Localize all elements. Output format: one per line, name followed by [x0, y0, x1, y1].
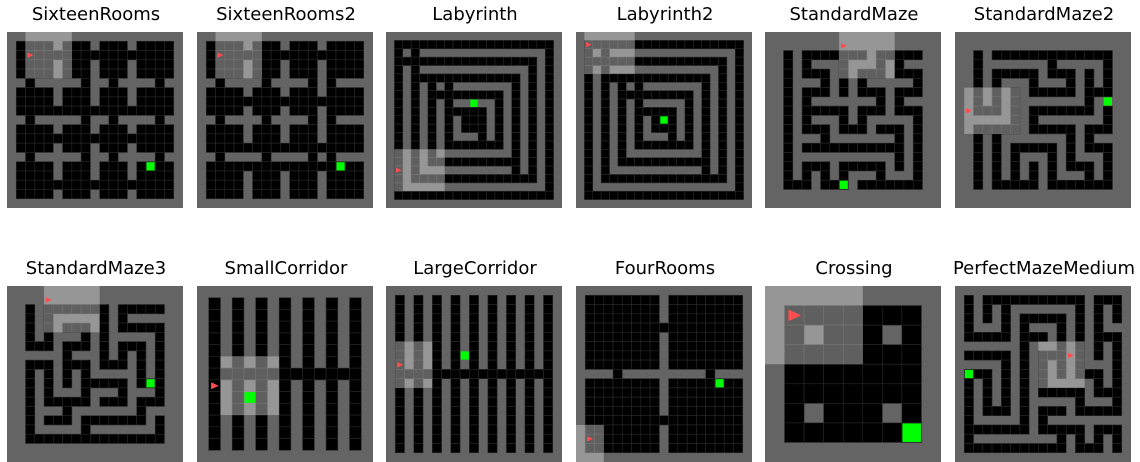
panel-title: StandardMaze2: [935, 4, 1140, 30]
panel-title: PerfectMazeMedium: [935, 258, 1140, 284]
green-square-goal: [965, 370, 973, 378]
maze-sixteenrooms: [7, 32, 183, 208]
agent-view-overlay: [584, 32, 634, 74]
agent-view-overlay: [964, 88, 1020, 134]
green-square-goal: [840, 181, 848, 189]
panel-title: StandardMaze: [745, 4, 963, 30]
panel-title: StandardMaze3: [0, 258, 205, 284]
green-square-goal: [470, 100, 477, 107]
agent-view-overlay: [394, 149, 444, 191]
maze-labyrinth: [386, 32, 562, 208]
maze-fourrooms: [576, 286, 752, 462]
green-square-goal: [244, 392, 255, 403]
panel-title: SixteenRooms2: [177, 4, 395, 30]
agent-view-overlay: [576, 425, 604, 462]
panel-title: Labyrinth2: [556, 4, 774, 30]
green-square-goal: [146, 379, 154, 387]
agent-view-overlay: [1038, 342, 1084, 388]
maze-perfectmazemedium: [955, 286, 1131, 462]
panel-title: LargeCorridor: [366, 258, 584, 284]
agent-view-overlay: [765, 286, 863, 364]
green-square-goal: [461, 351, 469, 359]
panel-title: SixteenRooms: [0, 4, 205, 30]
green-square-goal: [660, 116, 667, 123]
agent-view-overlay: [839, 32, 895, 78]
panel-title: Labyrinth: [366, 4, 584, 30]
green-square-goal: [902, 423, 921, 442]
maze-labyrinth2: [576, 32, 752, 208]
agent-view-overlay: [44, 286, 100, 332]
green-square-goal: [715, 379, 723, 387]
maze-smallcorridor: [197, 286, 373, 462]
green-square-goal: [1104, 97, 1112, 105]
maze-crossing: [765, 286, 941, 462]
maze-sixteenrooms2: [197, 32, 373, 208]
panel-title: FourRooms: [556, 258, 774, 284]
maze-standardmaze2: [955, 32, 1131, 208]
agent-view-overlay: [220, 356, 279, 415]
panel-title: SmallCorridor: [177, 258, 395, 284]
maze-standardmaze: [765, 32, 941, 208]
green-square-goal: [336, 162, 344, 170]
panel-title: Crossing: [745, 258, 963, 284]
maze-standardmaze3: [7, 286, 183, 462]
green-square-goal: [146, 162, 154, 170]
maze-largecorridor: [386, 286, 562, 462]
